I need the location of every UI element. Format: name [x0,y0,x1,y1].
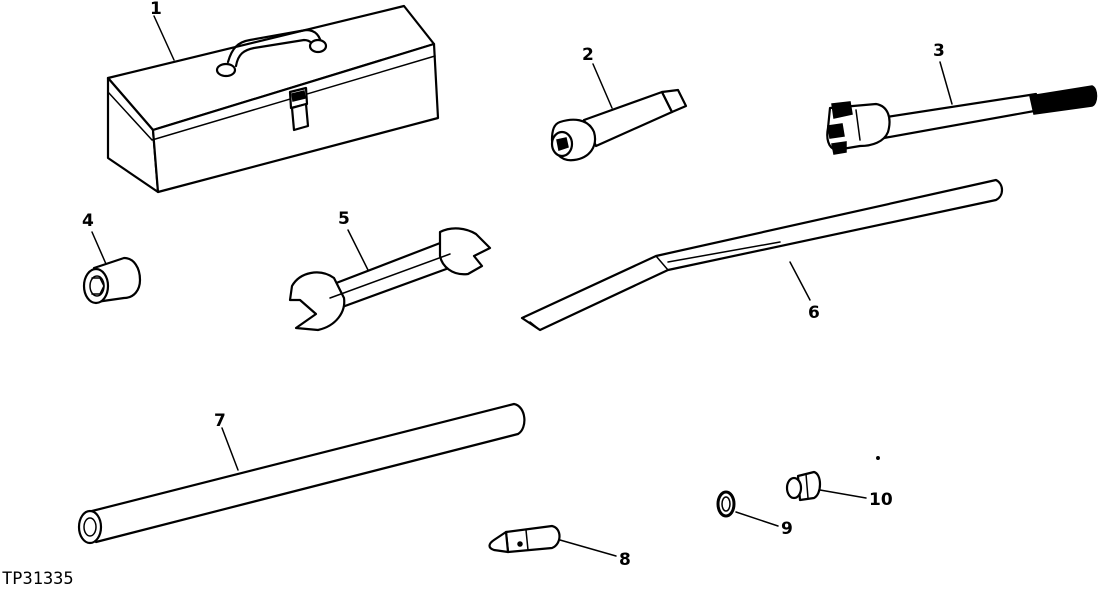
leader-line-2 [592,63,613,109]
leader-line-9 [735,511,779,527]
socket-extension [550,88,688,162]
leader-line-4 [91,231,107,265]
figure-id: TP31335 [2,569,74,589]
callout-6: 6 [808,303,820,323]
extension-tube [77,402,526,545]
callout-5: 5 [338,209,350,229]
callout-1: 1 [150,0,162,19]
callout-4: 4 [82,211,94,231]
plug [785,470,822,502]
socket [82,256,142,305]
callout-10: 10 [869,490,893,510]
leader-line-5 [347,229,369,271]
callout-3: 3 [933,41,945,61]
washer [716,490,736,518]
speck [876,456,880,460]
callout-2: 2 [582,45,594,65]
toolbox [106,4,440,194]
callout-8: 8 [619,550,631,570]
leader-line-10 [819,489,867,499]
open-end-wrench [288,227,492,332]
leader-line-1 [153,15,175,61]
pry-bar [520,178,1004,332]
punch [488,524,561,554]
leader-line-7 [221,427,239,471]
callout-7: 7 [214,411,226,431]
leader-line-3 [939,61,953,105]
callout-9: 9 [781,519,793,539]
leader-line-6 [789,261,811,301]
adjustment-wrench [826,85,1098,155]
leader-line-8 [559,539,617,557]
